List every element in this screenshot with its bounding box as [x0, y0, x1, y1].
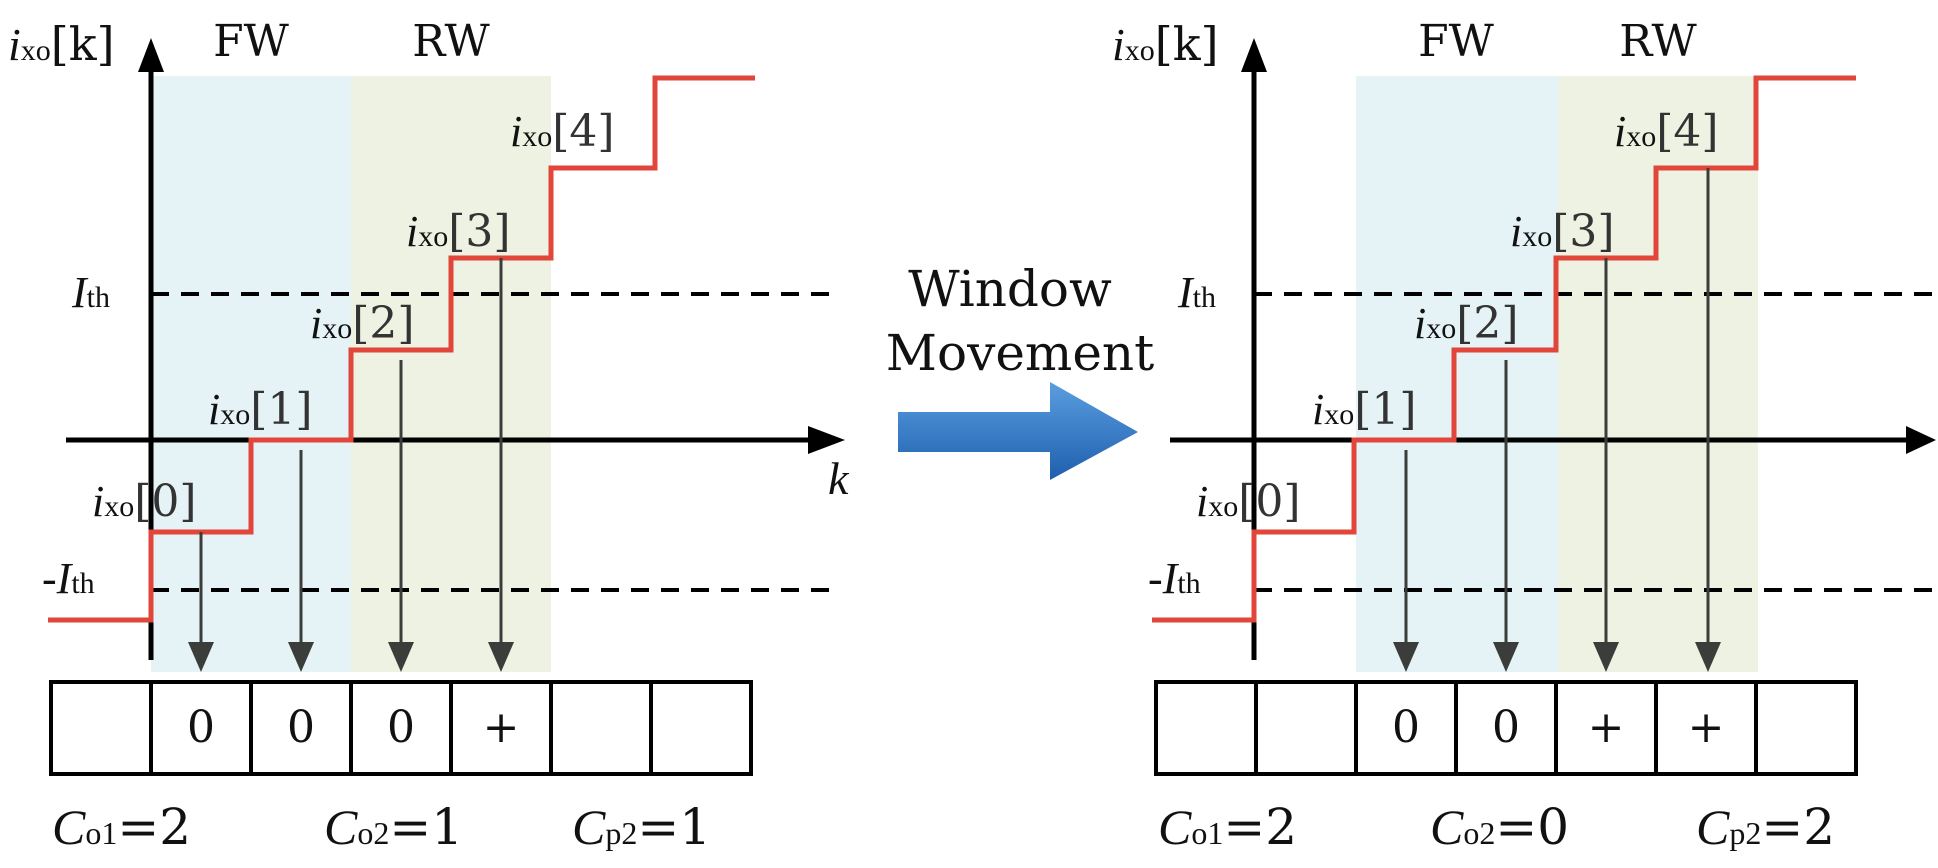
forward-window-label: FW — [1418, 16, 1495, 67]
counter-co2: Co2=0 — [1430, 798, 1569, 856]
counter-co1: Co1=2 — [52, 798, 191, 856]
cell-value: 0 — [187, 702, 215, 753]
x-axis-label: k — [828, 453, 850, 504]
sample-label-3: ixo[3] — [406, 206, 511, 257]
counter-cp2: Cp2=2 — [1696, 798, 1835, 856]
reverse-window-region — [1558, 76, 1758, 672]
cell-value: 0 — [1392, 702, 1420, 753]
cell-value: + — [483, 702, 520, 753]
y-axis-arrowhead — [138, 38, 164, 72]
x-axis-arrowhead — [1906, 426, 1936, 454]
sample-arrows — [188, 258, 514, 672]
counter-co2: Co2=1 — [324, 798, 463, 856]
signal-staircase — [48, 75, 755, 623]
x-axis-arrowhead — [808, 426, 845, 454]
sample-label-4: ixo[4] — [1614, 106, 1719, 157]
sample-label-1: ixo[1] — [208, 384, 313, 435]
threshold-neg-label: -Ith — [42, 554, 95, 603]
cell-value: 0 — [287, 702, 315, 753]
y-axis-label: ixo[k] — [8, 17, 115, 71]
move-arrow-shape — [898, 382, 1138, 480]
counter-cp2: Cp2=1 — [572, 798, 711, 856]
y-axis-arrowhead — [1241, 38, 1267, 72]
forward-window-region — [151, 76, 351, 672]
sample-label-2: ixo[2] — [310, 298, 415, 349]
move-arrow-label-line2: Movement — [886, 324, 1154, 382]
sample-label-2: ixo[2] — [1414, 298, 1519, 349]
threshold-pos-label: Ith — [71, 268, 110, 317]
counter-co1: Co1=2 — [1158, 798, 1297, 856]
forward-window-region — [1356, 76, 1558, 672]
window-movement-arrow: Window Movement — [886, 260, 1154, 480]
panel-after: 0 0 + + FW RW ixo[k] Ith -Ith ixo[0] ixo… — [1112, 16, 1936, 856]
sample-label-3: ixo[3] — [1510, 206, 1615, 257]
cell-value: 0 — [1492, 702, 1520, 753]
sample-label-1: ixo[1] — [1312, 384, 1417, 435]
threshold-neg-label: -Ith — [1148, 554, 1201, 603]
cell-value: + — [1588, 702, 1625, 753]
y-axis-label: ixo[k] — [1112, 17, 1219, 71]
sample-arrows — [1393, 168, 1721, 672]
sample-label-4: ixo[4] — [510, 106, 615, 157]
panel-before: 0 0 0 + FW RW ixo[k] k Ith -Ith ixo[0] i… — [8, 16, 850, 856]
reverse-window-label: RW — [1619, 16, 1697, 67]
cell-value: + — [1688, 702, 1725, 753]
classification-cells: 0 0 0 + — [49, 680, 753, 776]
move-arrow-label-line1: Window — [908, 260, 1112, 318]
sample-label-0: ixo[0] — [92, 476, 197, 527]
reverse-window-label: RW — [412, 16, 490, 67]
signal-staircase — [1152, 75, 1856, 623]
forward-window-label: FW — [213, 16, 290, 67]
threshold-pos-label: Ith — [1177, 268, 1216, 317]
reverse-window-region — [351, 76, 551, 672]
classification-cells: 0 0 + + — [1154, 680, 1858, 776]
sample-label-0: ixo[0] — [1196, 476, 1301, 527]
cell-value: 0 — [387, 702, 415, 753]
